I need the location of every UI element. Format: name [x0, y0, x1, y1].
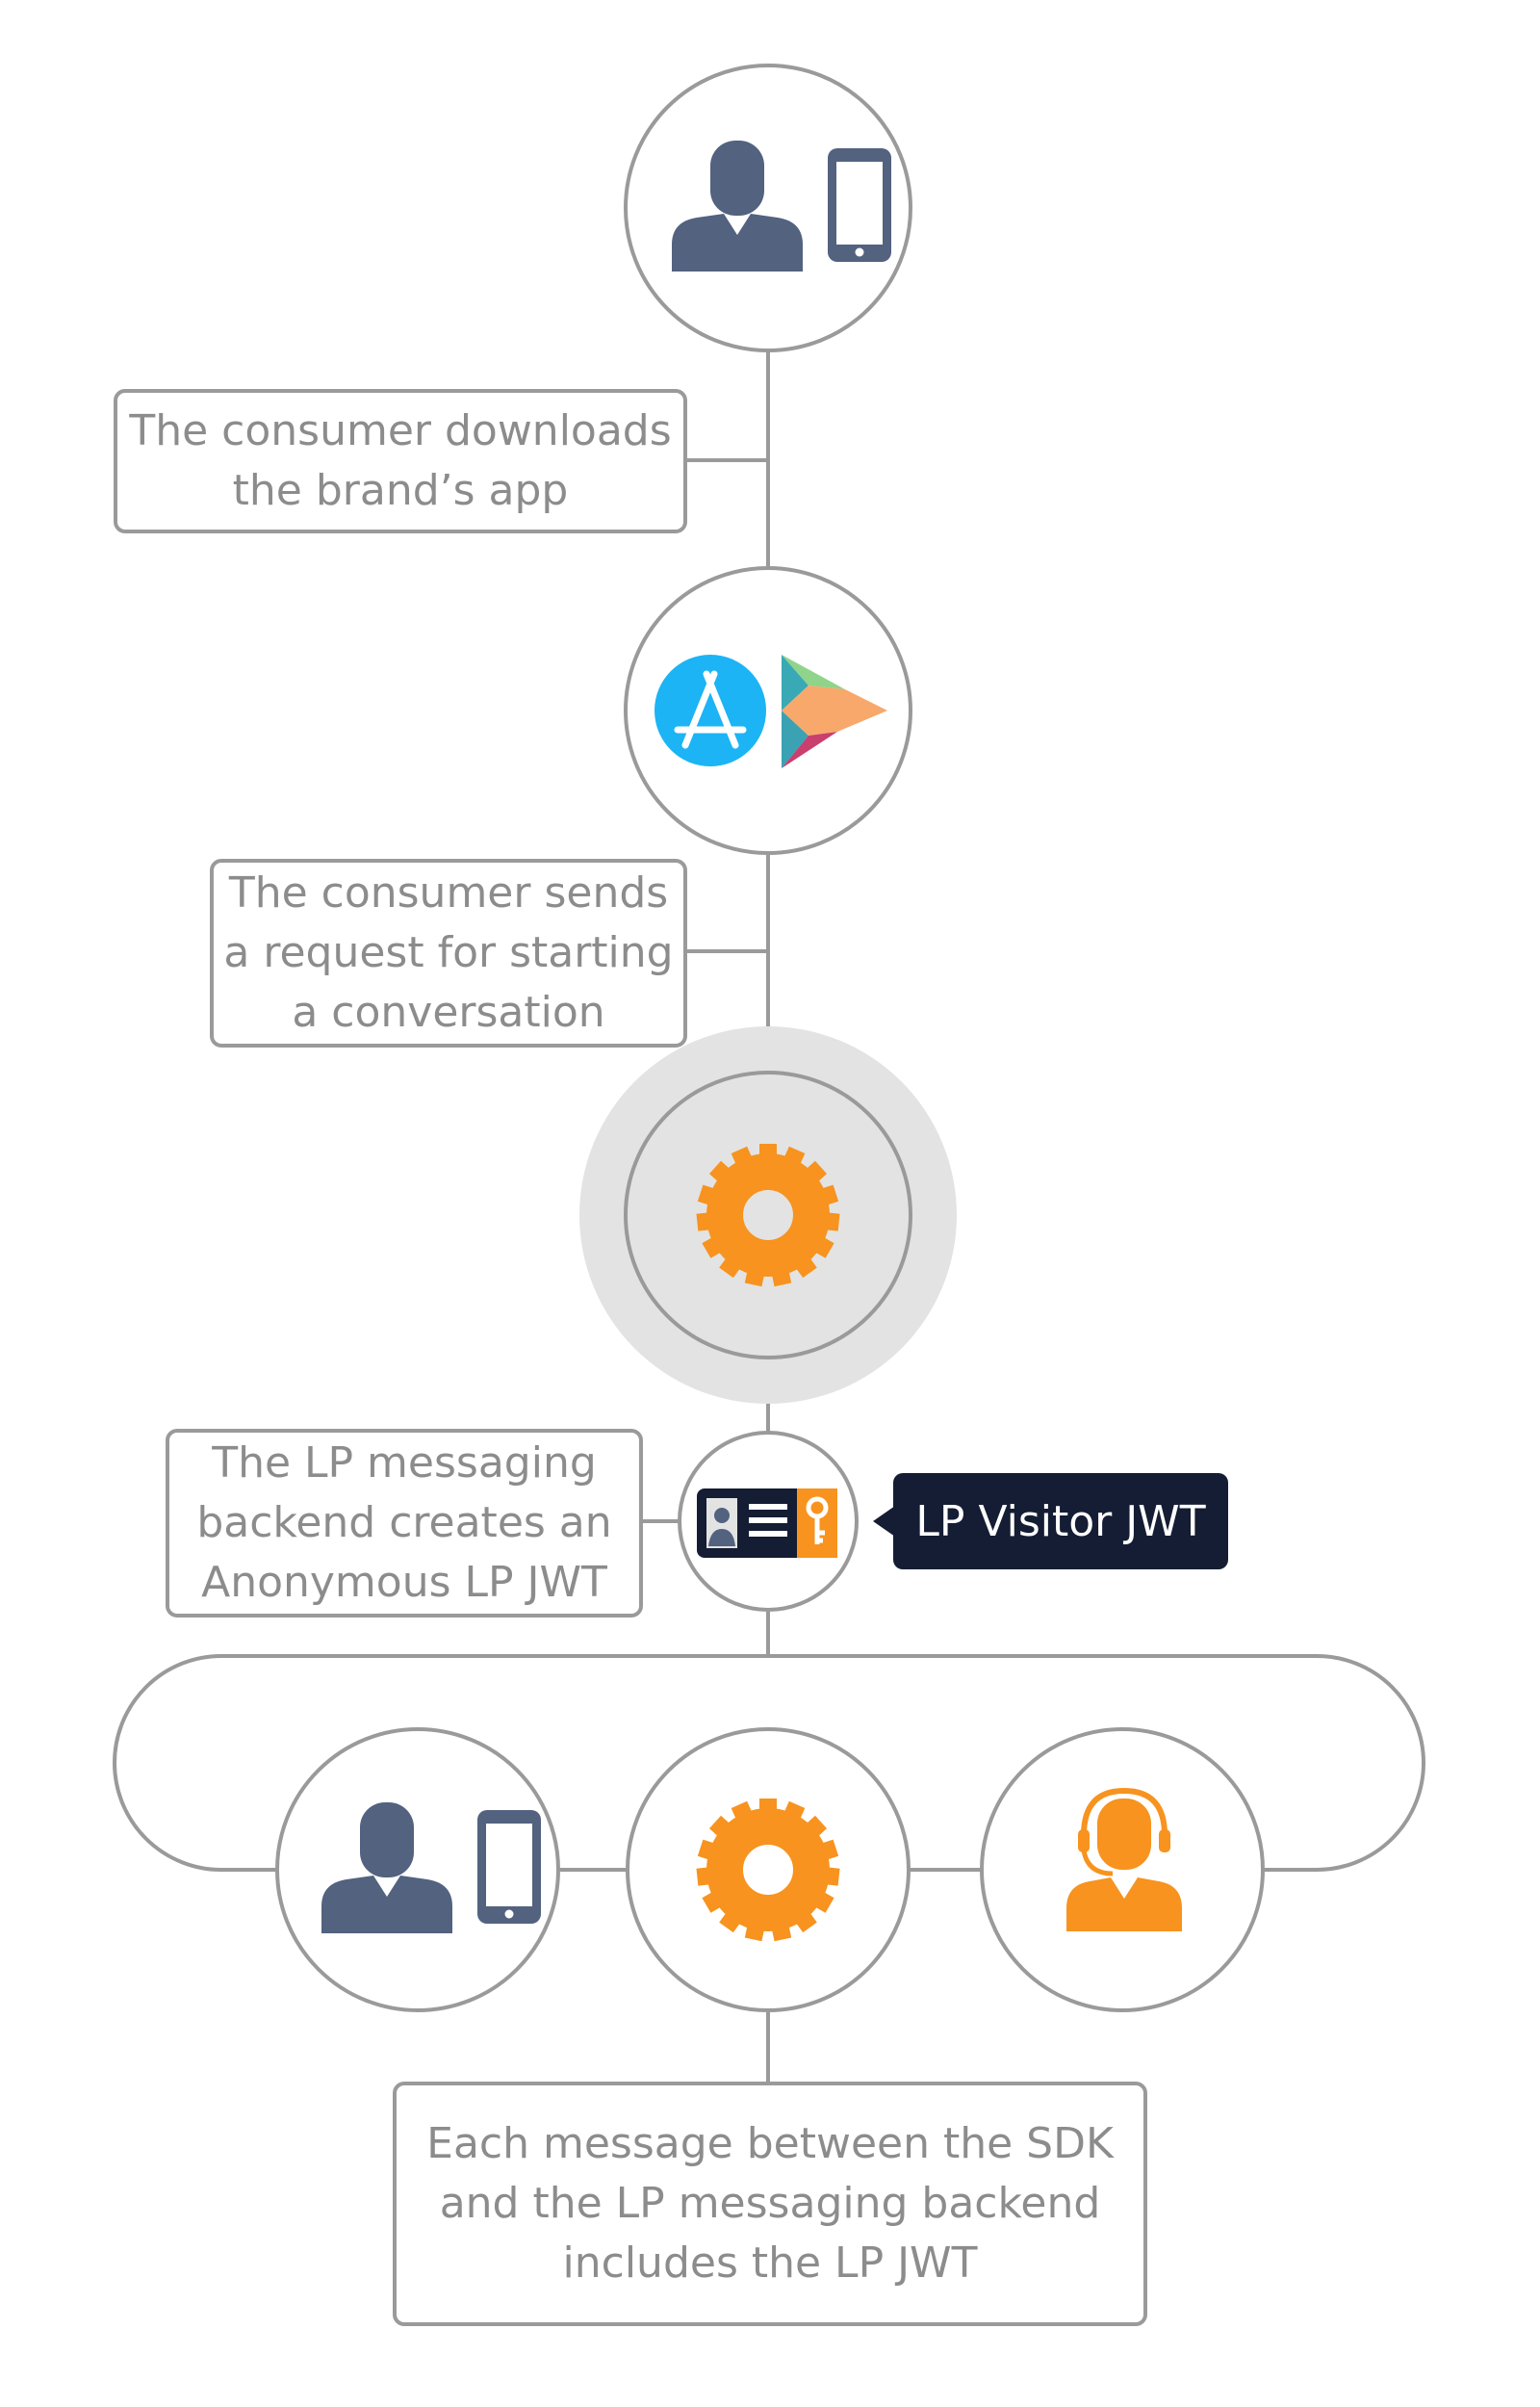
- lp-visitor-jwt-badge: LP Visitor JWT: [893, 1473, 1228, 1569]
- step-label-line: Each message between the SDK: [426, 2119, 1114, 2168]
- step-label-jwt-creation: The LP messaging backend creates an Anon…: [166, 1429, 643, 1618]
- jwt-node: [678, 1431, 859, 1612]
- step-label-line: a request for starting: [223, 928, 674, 977]
- step-label-line: includes the LP JWT: [562, 2239, 978, 2288]
- step-label-line: the brand’s app: [232, 466, 569, 515]
- app-store-icon: [654, 655, 766, 766]
- agent-headset-icon: [1066, 1787, 1182, 1931]
- step-label-download: The consumer downloads the brand’s app: [114, 389, 687, 533]
- step-label-line: and the LP messaging backend: [439, 2179, 1101, 2228]
- step-label-messages: Each message between the SDK and the LP …: [393, 2082, 1147, 2326]
- step-label-request: The consumer sends a request for startin…: [210, 859, 687, 1048]
- step-label-line: The consumer downloads: [129, 406, 672, 455]
- liveperson-node: [624, 1071, 912, 1359]
- step-label-line: The consumer sends: [228, 868, 669, 918]
- step-label-line: Anonymous LP JWT: [201, 1558, 607, 1607]
- badge-text: LP Visitor JWT: [915, 1496, 1206, 1546]
- consumer-node: [624, 64, 912, 352]
- badge-pointer: [873, 1506, 895, 1537]
- app-stores-node: [624, 566, 912, 855]
- agent-node: [980, 1727, 1265, 2012]
- step-label-line: The LP messaging: [212, 1438, 597, 1488]
- liveperson-bottom-node: [626, 1727, 911, 2012]
- google-play-icon: [782, 655, 887, 768]
- step-label-line: backend creates an: [196, 1498, 612, 1547]
- consumer-bottom-node: [275, 1727, 560, 2012]
- id-card-key-icon: [697, 1488, 837, 1558]
- step-label-line: a conversation: [292, 988, 605, 1037]
